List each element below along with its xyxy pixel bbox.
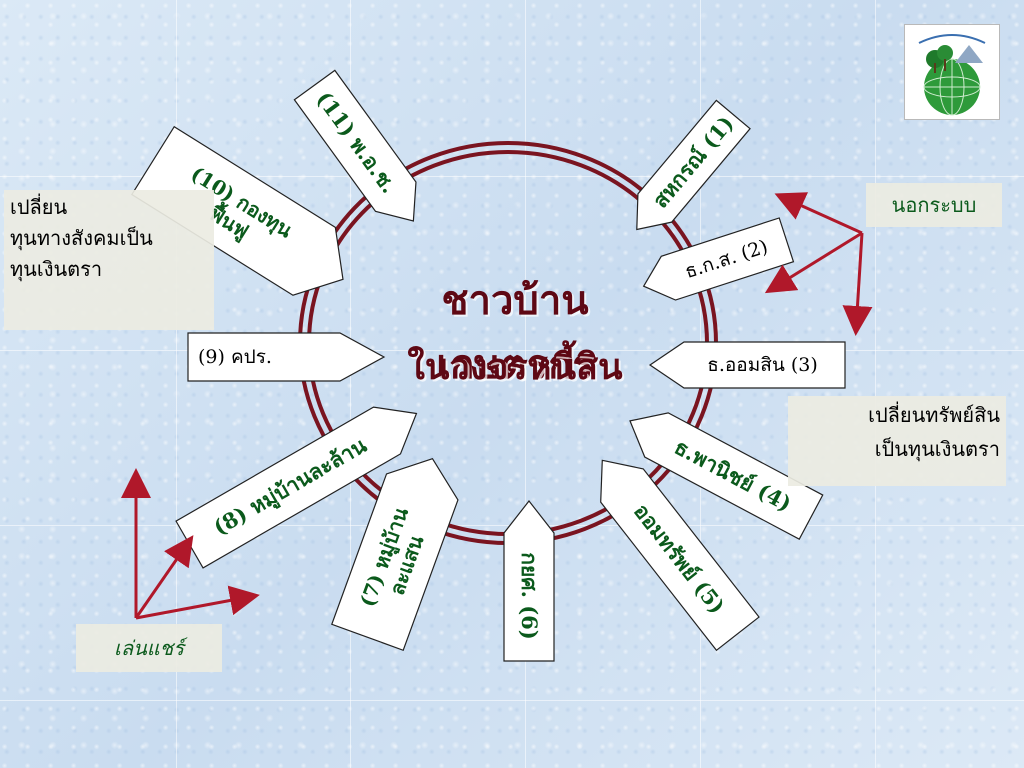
bg-gridline bbox=[875, 0, 876, 768]
spoke-arrow-baac: ธ.ก.ส. (2) bbox=[637, 217, 795, 308]
globe-tree-logo-icon bbox=[904, 24, 1000, 120]
spoke-arrow-pos: (11) พ.อ.ช. bbox=[293, 69, 433, 235]
note-line: เปลี่ยน bbox=[10, 195, 68, 219]
note-line: เป็นทุนเงินตรา bbox=[874, 437, 1000, 461]
note-rotating-credit: เล่นแชร์ bbox=[76, 624, 222, 672]
bg-gridline bbox=[350, 0, 351, 768]
spoke-label: ธ.ออมสิน (3) bbox=[707, 353, 818, 376]
bg-gridline bbox=[0, 350, 1024, 351]
spoke-arrow-commercial-bank: ธ.พานิชย์ (4) bbox=[618, 399, 824, 541]
spoke-label: (9) คปร. bbox=[198, 345, 272, 368]
center-title-line2: ในวงจรหนี้สิน bbox=[407, 347, 623, 388]
note-line: ทุนทางสังคมเป็น bbox=[10, 226, 153, 250]
note-line: เปลี่ยนทรัพย์สิน bbox=[868, 403, 1000, 427]
note-asset-conversion: เปลี่ยนทรัพย์สิน เป็นทุนเงินตรา bbox=[788, 396, 1006, 486]
spoke-arrow-gsb: ธ.ออมสิน (3) bbox=[648, 341, 846, 389]
note-social-capital: เปลี่ยน ทุนทางสังคมเป็น ทุนเงินตรา bbox=[4, 190, 214, 330]
note-line: เล่นแชร์ bbox=[114, 635, 184, 660]
note-line: ทุนเงินตรา bbox=[10, 257, 103, 281]
spoke-arrow-kpr: (9) คปร. bbox=[187, 332, 386, 382]
spoke-arrow-village-mini: (7) หมู่บ้าน ละแสน bbox=[331, 446, 468, 652]
bg-gridline bbox=[0, 700, 1024, 701]
bg-gridline bbox=[176, 0, 177, 768]
center-title-line1: ชาวบ้านเกษตรกร bbox=[436, 278, 594, 388]
bg-gridline bbox=[0, 176, 1024, 177]
spoke-arrow-rehab-fund: (10) กองทุน ฟื้นฟู bbox=[130, 125, 364, 314]
spoke-arrow-savings: ออมทรัพย์ (5) bbox=[581, 444, 760, 652]
spoke-arrow-coop: สหกรณ์ (1) bbox=[620, 99, 751, 243]
note-line: นอกระบบ bbox=[891, 192, 977, 217]
spoke-arrow-fund6: กยศ. (6) bbox=[503, 500, 555, 662]
note-informal: นอกระบบ bbox=[866, 183, 1002, 227]
bg-gridline bbox=[525, 0, 526, 768]
